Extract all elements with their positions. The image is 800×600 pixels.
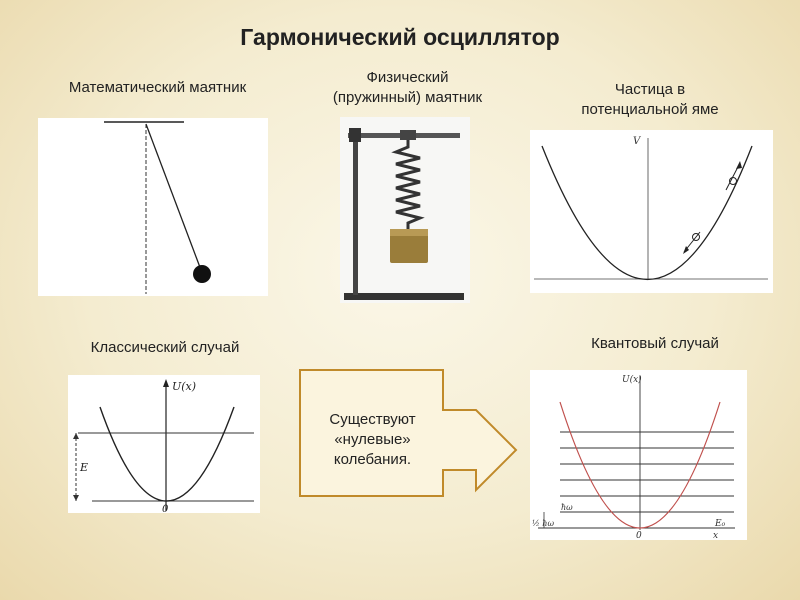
classical-origin-label: 0 [162, 504, 169, 513]
slide-title: Гармонический осциллятор [240, 24, 560, 50]
spring-weight-shade [390, 229, 428, 236]
quantum-panel: U(x) x 0 ħω ½ ħω E₀ [530, 370, 747, 540]
label-classical: Классический случай [90, 339, 240, 356]
classical-panel: U(x) E 0 [68, 375, 260, 513]
classical-y-arrowhead [163, 379, 169, 387]
math-pendulum-panel [38, 118, 268, 296]
quantum-origin-label: 0 [636, 531, 642, 540]
quantum-label-half-hw: ½ ħω [532, 519, 554, 528]
spring-pendulum-panel [340, 117, 470, 303]
zero-oscillation-arrow [299, 369, 518, 497]
label-phys-pendulum: Физический (пружинный) маятник [295, 68, 520, 108]
quantum-label-hw: ħω [561, 503, 573, 512]
quantum-axis-label-u: U(x) [622, 374, 642, 385]
pendulum-bob [193, 265, 211, 283]
arrow-text-line2: «нулевые» [334, 431, 411, 448]
spring-pendulum-drawing [344, 128, 464, 300]
arrow-text-line3: колебания. [333, 451, 412, 468]
quantum-parabola [559, 401, 721, 529]
label-phys-pendulum-line2: (пружинный) маятник [332, 89, 483, 106]
classical-drawing: U(x) E 0 [73, 379, 254, 513]
classical-axis-label-u: U(x) [172, 380, 196, 393]
pendulum-string [145, 123, 202, 271]
label-particle-line1: Частица в [614, 81, 686, 98]
stand-base [344, 293, 464, 300]
label-math-pendulum: Математический маятник [68, 79, 247, 96]
well-parabola [541, 145, 753, 281]
quantum-axis-label-x: x [713, 531, 718, 540]
potential-well-panel: V [530, 130, 773, 293]
potential-well-drawing: V [534, 136, 768, 281]
spring-weight [390, 229, 428, 263]
stand-pole [353, 131, 358, 295]
arrow-text-line1: Существуют [329, 411, 416, 428]
label-particle-line2: потенциальной яме [581, 101, 719, 118]
math-pendulum-drawing [104, 121, 211, 294]
well-axis-label-v: V [633, 136, 642, 147]
classical-dim-arrow-bottom [73, 495, 79, 501]
classical-dim-arrow-top [73, 433, 79, 439]
well-arrowhead-lower [683, 246, 689, 254]
classical-parabola [99, 406, 235, 502]
well-arrowhead-upper [736, 161, 742, 169]
label-quantum: Квантовый случай [591, 335, 719, 352]
arrow-text: Существуют «нулевые» колебания. [300, 410, 445, 470]
spring-mount [400, 130, 416, 140]
quantum-drawing: U(x) x 0 ħω ½ ħω E₀ [532, 374, 735, 540]
arrow-outline [299, 369, 518, 497]
label-phys-pendulum-line1: Физический [366, 69, 449, 86]
quantum-label-e0: E₀ [714, 519, 726, 529]
classical-label-e: E [79, 461, 88, 474]
stand-clamp [349, 128, 361, 142]
spring-coil [391, 140, 425, 229]
label-particle: Частица в потенциальной яме [545, 80, 755, 120]
